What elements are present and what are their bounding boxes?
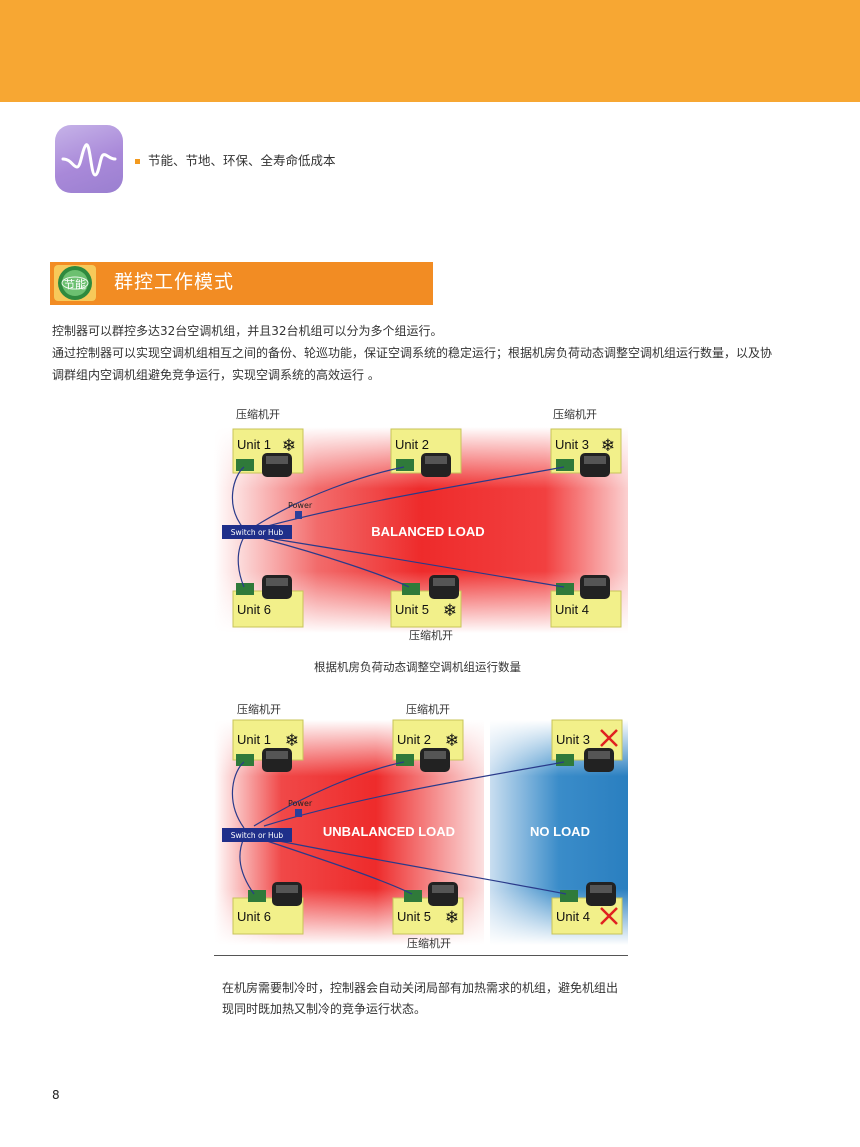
unit-box: Unit 2 <box>390 428 462 477</box>
unit-box: Unit 5 ❄ <box>392 882 464 935</box>
feature-bullet: 节能、节地、环保、全寿命低成本 <box>135 150 336 169</box>
unit-label: Unit 4 <box>555 602 589 617</box>
switch-label: Switch or Hub <box>231 831 284 840</box>
wave-icon <box>55 125 123 193</box>
unit-box: Unit 1 ❄ <box>232 719 304 772</box>
unit-label: Unit 1 <box>237 437 271 452</box>
unit-label: Unit 6 <box>237 602 271 617</box>
compressor-on-label: 压缩机开 <box>407 936 451 950</box>
power-plug-icon <box>295 809 302 817</box>
unit-box: Unit 4 <box>551 882 623 935</box>
compressor-on-label: 压缩机开 <box>237 702 281 716</box>
bottom-text-line-2: 现同时既加热又制冷的竞争运行状态。 <box>222 1002 427 1016</box>
load-label: UNBALANCED LOAD <box>323 824 455 839</box>
unit-box: Unit 6 <box>232 575 304 628</box>
balanced-load-diagram: 压缩机开 压缩机开 压缩机开 Unit 1 ❄ Unit 2 Unit 3 ❄ … <box>214 405 628 645</box>
compressor-on-label: 压缩机开 <box>406 702 450 716</box>
intro-line-1: 控制器可以群控多达32台空调机组，并且32台机组可以分为多个组运行。 <box>52 324 443 338</box>
unit-label: Unit 3 <box>555 437 589 452</box>
snowflake-icon: ❄ <box>282 436 296 456</box>
page-number: 8 <box>52 1088 60 1102</box>
unit-off-x-icon <box>600 907 618 925</box>
bullet-square-icon <box>135 159 140 164</box>
unit-label: Unit 2 <box>395 437 429 452</box>
intro-line-2: 通过控制器可以实现空调机组相互之间的备份、轮巡功能，保证空调系统的稳定运行；根据… <box>52 346 773 360</box>
compressor-on-label: 压缩机开 <box>553 407 597 421</box>
unit-label: Unit 3 <box>556 732 590 747</box>
snowflake-icon: ❄ <box>445 731 459 751</box>
unit-label: Unit 1 <box>237 732 271 747</box>
power-label: Power <box>288 501 313 510</box>
energy-saving-logo-icon: 节能 <box>53 264 97 302</box>
unit-box: Unit 2 ❄ <box>392 719 464 772</box>
unit-label: Unit 4 <box>556 909 590 924</box>
switch-hub-box <box>222 525 292 539</box>
top-header-band <box>0 0 860 102</box>
unit-off-x-icon <box>600 729 618 747</box>
snowflake-icon: ❄ <box>285 731 299 751</box>
no-load-label: NO LOAD <box>530 824 590 839</box>
diagram-divider <box>214 955 628 956</box>
unit-box: Unit 5 ❄ <box>390 575 462 628</box>
intro-line-3: 调群组内空调机组避免竞争运行，实现空调系统的高效运行 。 <box>52 368 380 382</box>
unit-box: Unit 3 ❄ <box>550 428 622 477</box>
unit-box: Unit 3 <box>551 719 623 772</box>
unit-label: Unit 5 <box>397 909 431 924</box>
unit-label: Unit 5 <box>395 602 429 617</box>
switch-label: Switch or Hub <box>231 528 284 537</box>
load-label: BALANCED LOAD <box>371 524 484 539</box>
feature-text: 节能、节地、环保、全寿命低成本 <box>148 153 336 168</box>
diagram1-caption: 根据机房负荷动态调整空调机组运行数量 <box>314 660 521 674</box>
unit-box: Unit 6 <box>232 882 304 935</box>
snowflake-icon: ❄ <box>443 601 457 621</box>
power-label: Power <box>288 799 313 808</box>
power-plug-icon <box>295 511 302 519</box>
snowflake-icon: ❄ <box>601 436 615 456</box>
section-title: 群控工作模式 <box>114 271 235 293</box>
unit-box: Unit 4 <box>550 575 622 628</box>
logo-text: 节能 <box>64 277 86 291</box>
bottom-text-line-1: 在机房需要制冷时，控制器会自动关闭局部有加热需求的机组，避免机组出 <box>222 981 619 995</box>
unit-box: Unit 1 ❄ <box>232 428 304 477</box>
unit-label: Unit 6 <box>237 909 271 924</box>
snowflake-icon: ❄ <box>445 908 459 928</box>
switch-hub-box <box>222 828 292 842</box>
compressor-on-label: 压缩机开 <box>409 628 453 642</box>
compressor-on-label: 压缩机开 <box>236 407 280 421</box>
unbalanced-load-diagram: 压缩机开 压缩机开 压缩机开 Unit 1 ❄ Unit 2 ❄ Unit 3 … <box>214 700 628 960</box>
unit-label: Unit 2 <box>397 732 431 747</box>
section-header-bar <box>50 262 433 305</box>
